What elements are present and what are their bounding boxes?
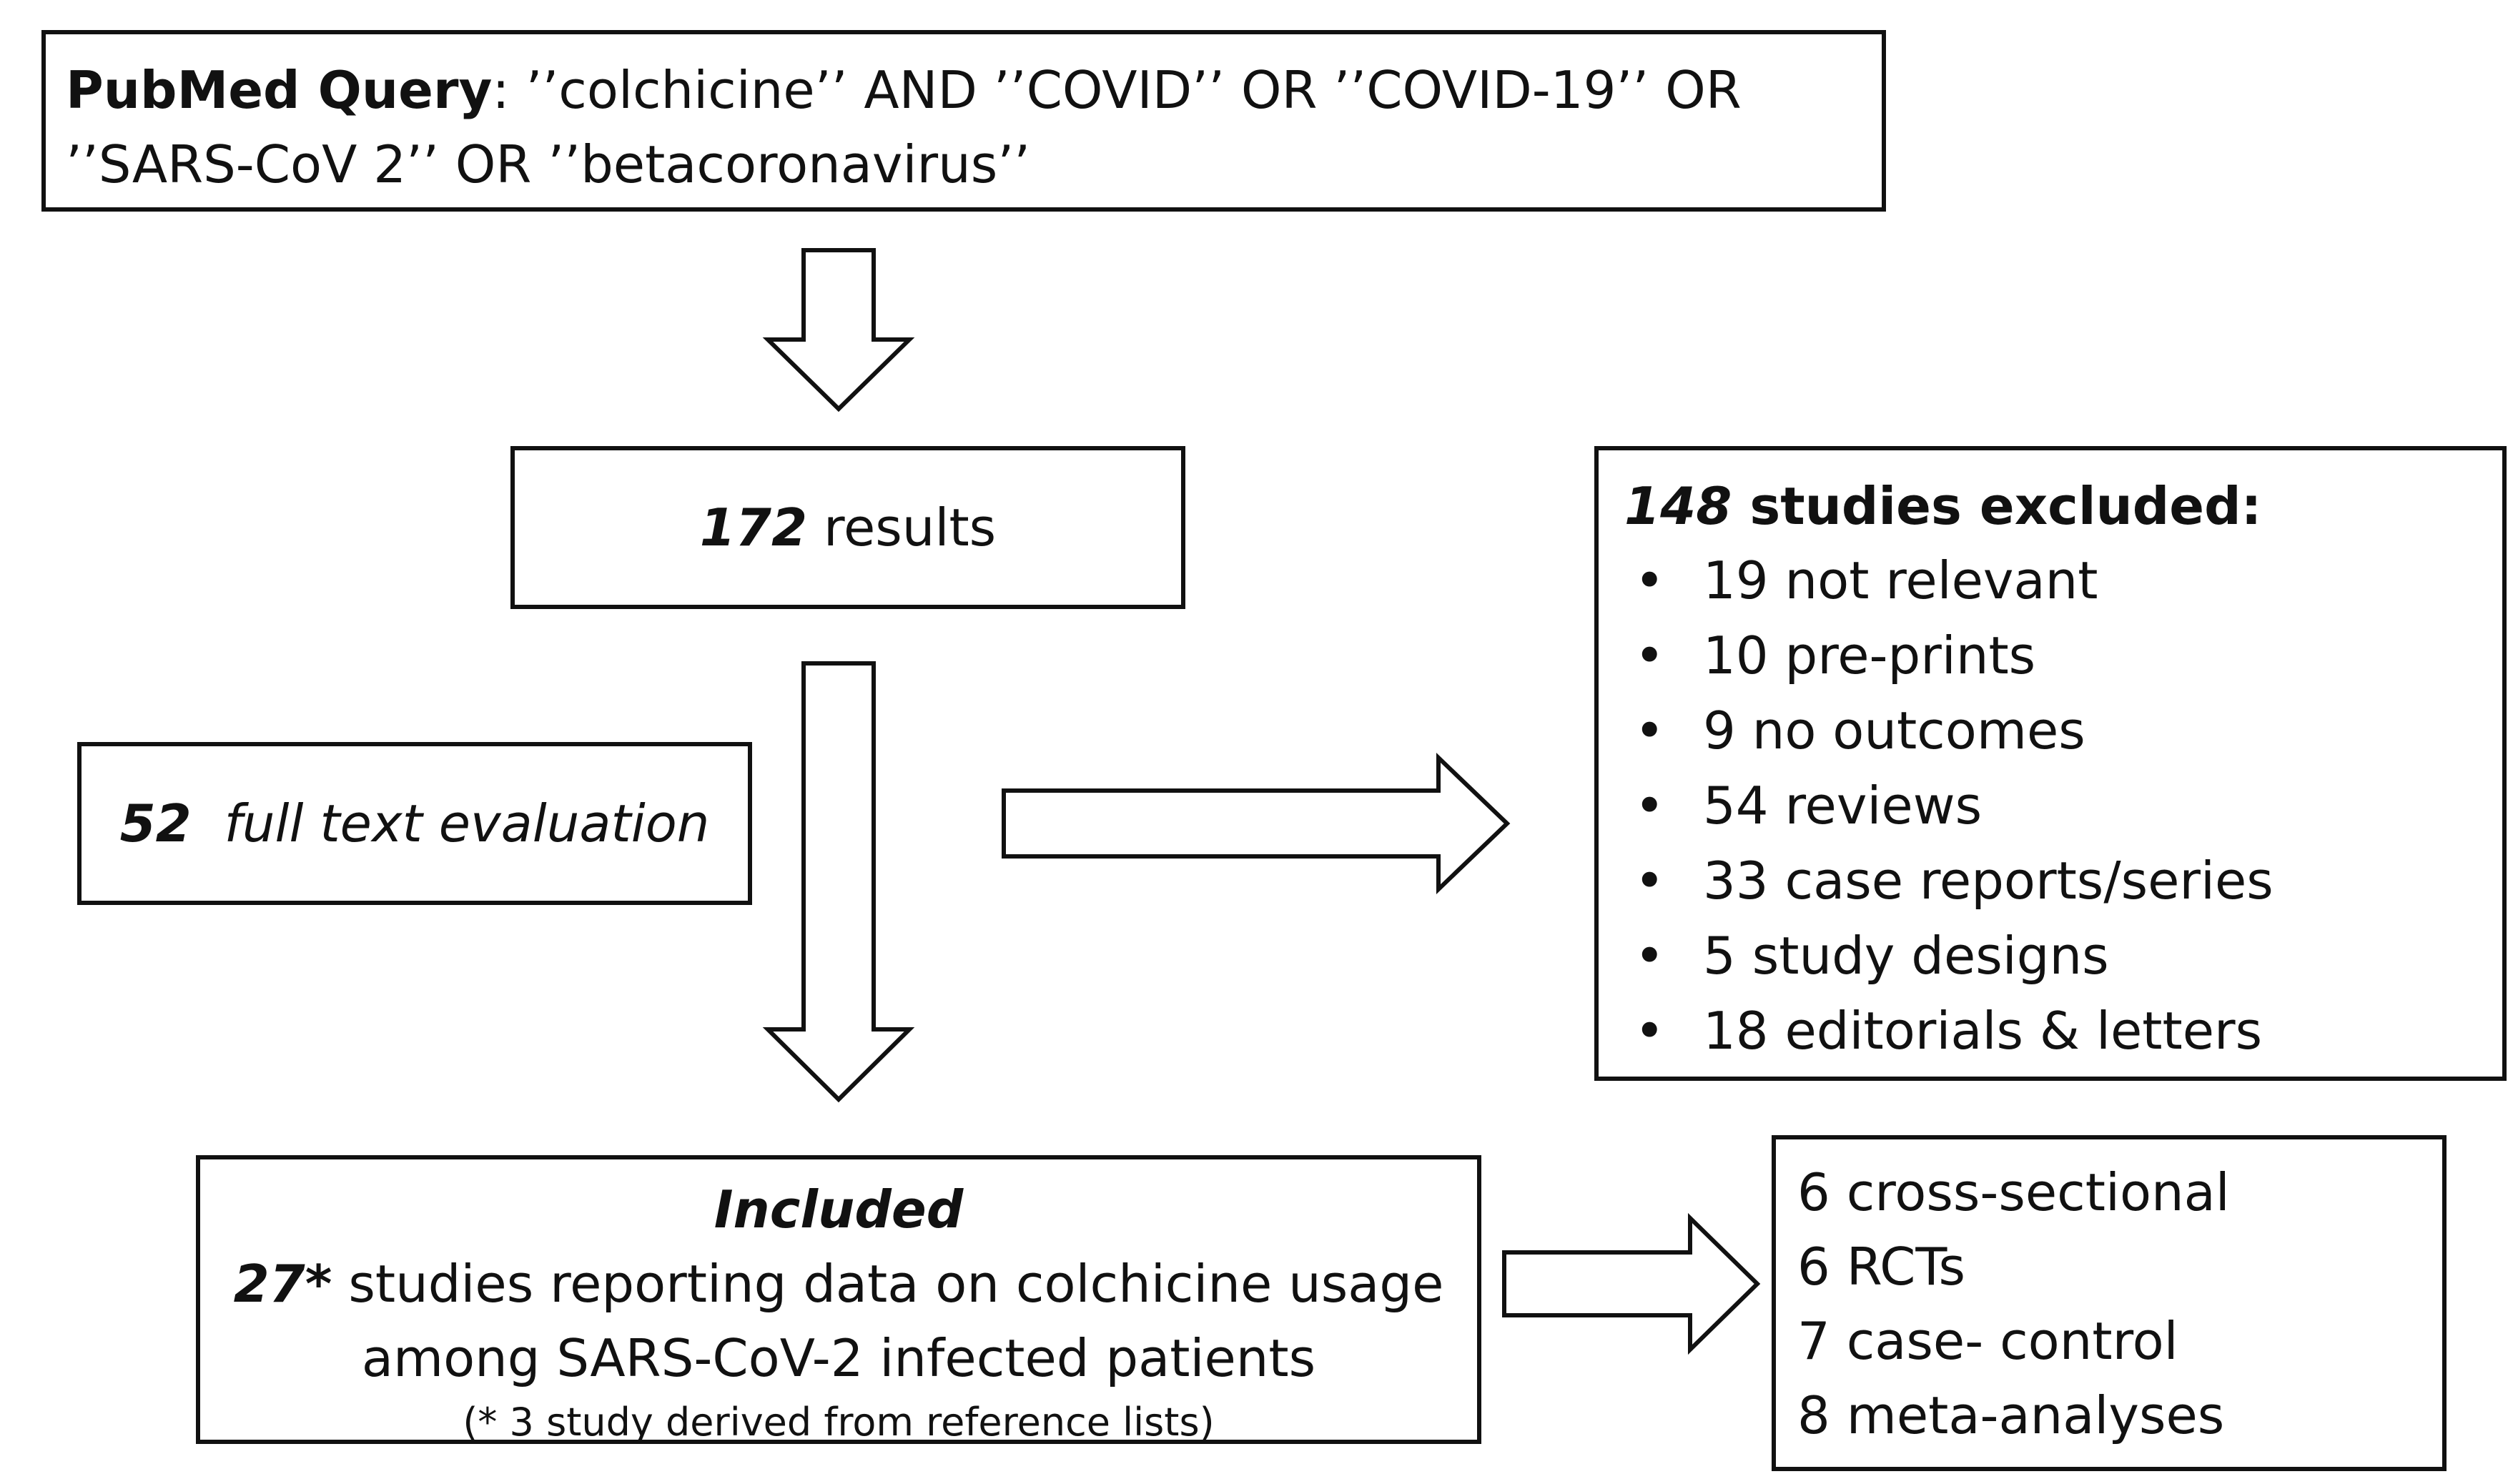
full-text-label: full text evaluation — [224, 793, 710, 854]
included-note: (* 3 study derived from reference lists) — [463, 1400, 1215, 1445]
excluded-item-text: 9 no outcomes — [1703, 701, 2085, 761]
query-label: PubMed Query — [66, 60, 493, 120]
down-arrow-query-to-results — [762, 248, 915, 412]
excluded-heading: 148 studies excluded: — [1624, 472, 2477, 540]
list-item: 6 RCTs — [1797, 1237, 1965, 1297]
excluded-label: studies excluded: — [1732, 476, 2262, 536]
list-item: • 33 case reports/series — [1624, 844, 2477, 919]
right-arrow-to-excluded — [1002, 752, 1511, 895]
down-arrow-results-to-included — [762, 661, 915, 1103]
results-count: 172 — [699, 498, 808, 558]
excluded-item-text: 10 pre-prints — [1703, 625, 2036, 686]
list-item: • 19 not relevant — [1624, 543, 2477, 618]
excluded-item-text: 33 case reports/series — [1703, 851, 2273, 911]
bullet-icon: • — [1634, 776, 1665, 836]
pubmed-query-box: PubMed Query: ’’colchicine’’ AND ’’COVID… — [41, 30, 1886, 212]
excluded-item-text: 18 editorials & letters — [1703, 1001, 2263, 1061]
bullet-icon: • — [1634, 851, 1665, 911]
included-count: 27* — [233, 1254, 332, 1314]
included-studies-box: Included 27* studies reporting data on c… — [196, 1155, 1481, 1445]
bullet-icon: • — [1634, 550, 1665, 610]
bullet-icon: • — [1634, 926, 1665, 986]
excluded-studies-box: 148 studies excluded: • 19 not relevant •… — [1594, 446, 2507, 1081]
query-terms: : ’’colchicine’’ AND ’’COVID’’ OR ’’COVI… — [66, 60, 1742, 194]
list-item: • 5 study designs — [1624, 919, 2477, 994]
full-text-count: 52 — [119, 793, 192, 854]
list-item: • 10 pre-prints — [1624, 618, 2477, 693]
included-line-2: among SARS-CoV-2 infected patients — [361, 1328, 1316, 1388]
list-item: • 9 no outcomes — [1624, 693, 2477, 768]
bullet-icon: • — [1634, 625, 1665, 686]
full-text-text: 52 full text evaluation — [120, 791, 710, 856]
list-item: • 54 reviews — [1624, 768, 2477, 844]
bullet-icon: • — [1634, 1001, 1665, 1061]
results-label: results — [807, 498, 997, 558]
included-heading: Included — [714, 1179, 964, 1240]
results-text: 172 results — [700, 495, 996, 560]
full-text-evaluation-box: 52 full text evaluation — [77, 742, 752, 905]
excluded-count: 148 — [1624, 476, 1732, 536]
included-line-1: 27* studies reporting data on colchicine… — [200, 1247, 1477, 1321]
query-text: PubMed Query: ’’colchicine’’ AND ’’COVID… — [66, 53, 1862, 202]
excluded-item-text: 5 study designs — [1703, 926, 2109, 986]
results-box: 172 results — [510, 446, 1185, 609]
study-designs-box: 6 cross-sectional 6 RCTs 7 case- control… — [1772, 1135, 2447, 1471]
bullet-icon: • — [1634, 701, 1665, 761]
list-item: • 18 editorials & letters — [1624, 994, 2477, 1069]
list-item: 8 meta-analyses — [1797, 1385, 2225, 1445]
excluded-list: • 19 not relevant • 10 pre-prints • 9 no ou… — [1624, 543, 2477, 1069]
included-line-1-text: studies reporting data on colchicine usa… — [332, 1254, 1444, 1314]
list-item: 7 case- control — [1797, 1311, 2178, 1371]
list-item: 6 cross-sectional — [1797, 1162, 2230, 1222]
excluded-item-text: 54 reviews — [1703, 776, 1983, 836]
right-arrow-to-designs — [1502, 1212, 1761, 1355]
excluded-item-text: 19 not relevant — [1703, 550, 2098, 610]
